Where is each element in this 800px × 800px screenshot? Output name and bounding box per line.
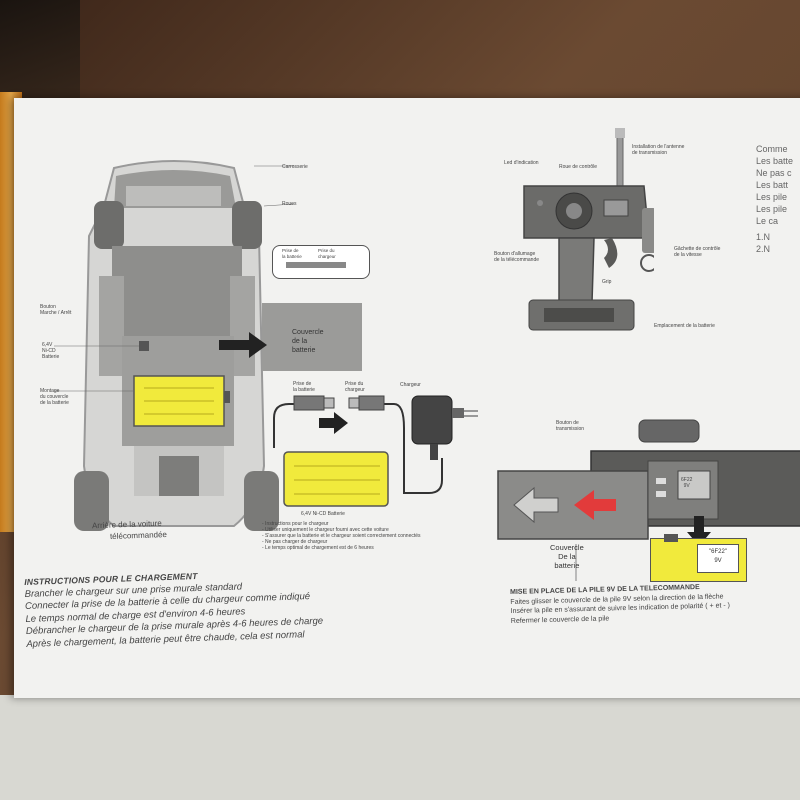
- arrow-right-icon: [219, 330, 269, 360]
- label-roues: Roues: [282, 201, 296, 207]
- battery-terminal-icon: [664, 534, 678, 542]
- label-roue-controle: Roue de contrôle: [559, 164, 597, 170]
- front-left-wheel-icon: [94, 201, 124, 249]
- battery-label-sticker: "6F22" 9V: [697, 544, 739, 573]
- label-couvercle-batterie: Couvercle De la batterie: [550, 543, 584, 570]
- label-grip: Grip: [602, 279, 611, 285]
- label-battery-caption: 6,4V Ni-CD Batterie: [301, 511, 345, 517]
- car-caption-line2: télécommandée: [110, 530, 167, 542]
- label-couvercle: Couvercle de la batterie: [292, 328, 324, 355]
- right-edge-line: Le ca: [756, 215, 793, 227]
- right-edge-line: 2.N: [756, 243, 793, 255]
- right-edge-line: Les pile: [756, 203, 793, 215]
- charger-notes: - Instructions pour le chargeur - Utilis…: [262, 521, 421, 551]
- front-right-wheel-icon: [232, 201, 262, 249]
- label-prise-batterie-top: Prise de la batterie: [282, 248, 302, 260]
- right-edge-line: Les pile: [756, 191, 793, 203]
- pile-label-voltage: 9V: [698, 557, 738, 566]
- motor-block: [159, 456, 199, 496]
- power-switch-icon: [139, 341, 149, 351]
- charger-note: - Le temps optimal de chargement est de …: [262, 545, 421, 551]
- instructions-charge: INSTRUCTIONS POUR LE CHARGEMENT Brancher…: [24, 566, 324, 651]
- right-edge-line: Ne pas c: [756, 167, 793, 179]
- instructions-pile: MISE EN PLACE DE LA PILE 9V DE LA TELECO…: [510, 582, 730, 626]
- car-front-plate: [126, 186, 221, 206]
- label-emplacement: Emplacement de la batterie: [654, 323, 715, 329]
- label-pile-small: 6F22 9V: [681, 477, 692, 489]
- pile-label-name: "6F22": [698, 548, 738, 557]
- instruction-sheet: Carrosserie Roues Bouton Marche / Arrêt …: [14, 98, 800, 698]
- label-bouton-allumage: Bouton d'allumage de la télécommande: [494, 251, 539, 263]
- right-edge-text: Comme Les batte Ne pas c Les batt Les pi…: [756, 143, 793, 255]
- remote-battery-compartment: [496, 416, 800, 596]
- label-installation-antenne: Installation de l'antenne de transmissio…: [632, 144, 684, 156]
- right-edge-line: Les batt: [756, 179, 793, 191]
- car-middle-body: [112, 246, 242, 336]
- label-carrosserie: Carrosserie: [282, 164, 308, 170]
- label-batterie: 6,4V Ni-CD Batterie: [42, 342, 59, 360]
- right-edge-line: 1.N: [756, 231, 793, 243]
- right-edge-line: Les batte: [756, 155, 793, 167]
- label-montage-couvercle: Montage du couvercle de la batterie: [40, 388, 69, 406]
- plug-connector-icon: [286, 262, 346, 268]
- label-gachette: Gâchette de contrôle de la vitesse: [674, 246, 720, 258]
- label-bouton-marche: Bouton Marche / Arrêt: [40, 304, 71, 316]
- label-led: Led d'indication: [504, 160, 539, 166]
- table-surface: [0, 695, 800, 800]
- car-left-side: [99, 276, 124, 376]
- right-edge-line: Comme: [756, 143, 793, 155]
- charger-diagram: [264, 388, 494, 518]
- label-prise-chargeur-top: Prise du chargeur: [318, 248, 336, 260]
